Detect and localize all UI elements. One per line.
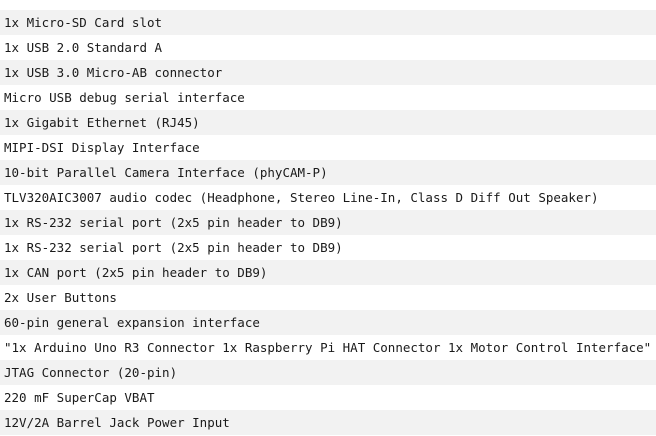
list-item: 1x USB 2.0 Standard A [0, 35, 656, 60]
list-item: 1x CAN port (2x5 pin header to DB9) [0, 260, 656, 285]
list-item: 10-bit Parallel Camera Interface (phyCAM… [0, 160, 656, 185]
list-item: 1x RS-232 serial port (2x5 pin header to… [0, 235, 656, 260]
list-item: 220 mF SuperCap VBAT [0, 385, 656, 410]
list-item: 60-pin general expansion interface [0, 310, 656, 335]
list-item: 1x Gigabit Ethernet (RJ45) [0, 110, 656, 135]
list-item: "1x Arduino Uno R3 Connector 1x Raspberr… [0, 335, 656, 360]
feature-list: 1x Micro-SD Card slot 1x USB 2.0 Standar… [0, 10, 656, 435]
list-item: 12V/2A Barrel Jack Power Input [0, 410, 656, 435]
list-item: 1x Micro-SD Card slot [0, 10, 656, 35]
list-item: JTAG Connector (20-pin) [0, 360, 656, 385]
list-item: Micro USB debug serial interface [0, 85, 656, 110]
list-item: 1x RS-232 serial port (2x5 pin header to… [0, 210, 656, 235]
list-item: 1x USB 3.0 Micro-AB connector [0, 60, 656, 85]
list-item: TLV320AIC3007 audio codec (Headphone, St… [0, 185, 656, 210]
list-item: 2x User Buttons [0, 285, 656, 310]
list-item: MIPI-DSI Display Interface [0, 135, 656, 160]
